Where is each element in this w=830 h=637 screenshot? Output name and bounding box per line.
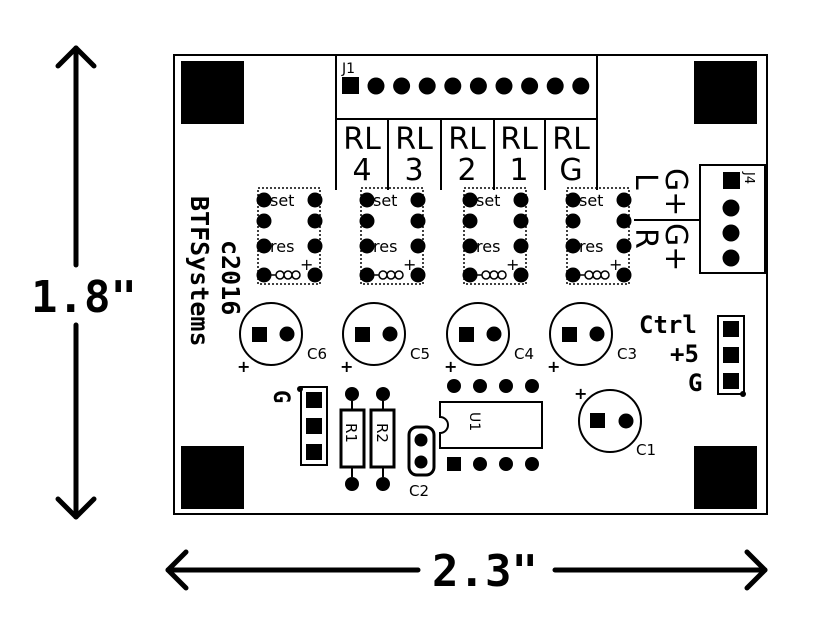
j1-pin-8	[521, 77, 539, 95]
resistors: R1 R2	[339, 387, 396, 491]
c2-label: C2	[409, 482, 429, 500]
j1-pin-10	[572, 77, 590, 95]
j4-pin-3	[722, 224, 740, 242]
mounting-pad-bottom-right	[694, 446, 757, 509]
j1-pin-2	[367, 77, 385, 95]
relay-plus-label: +	[506, 255, 519, 274]
j1-pin-9	[546, 77, 564, 95]
relay-plus-label: +	[609, 255, 622, 274]
relay-4: set res +	[256, 187, 323, 285]
control-header: Ctrl +5 G	[639, 311, 746, 397]
j1-pin-7	[495, 77, 513, 95]
j4-pin-2	[722, 199, 740, 217]
control-ground-label: G	[688, 369, 702, 397]
relay-plus-label: +	[403, 255, 416, 274]
mounting-pad-top-right	[694, 61, 757, 124]
copyright-text: c2016	[216, 240, 245, 315]
capacitor-polarity: +	[237, 357, 250, 376]
capacitor-polarity: +	[340, 357, 353, 376]
capacitor-label: C4	[514, 345, 534, 363]
j1-pin-1	[342, 77, 359, 94]
relay-set-label: set	[476, 191, 500, 210]
capacitor-label: C5	[410, 345, 430, 363]
relay-label-top: RL	[343, 122, 381, 157]
ground-pin-3	[306, 444, 322, 460]
relay-label-bottom: G	[559, 153, 582, 188]
control-plus5-label: +5	[670, 340, 699, 368]
height-label: 1.8"	[31, 272, 137, 323]
relay-reset-label: res	[270, 237, 294, 256]
c2-capacitor: C2	[407, 425, 436, 500]
relays: set res + set res + set res + set res +	[256, 187, 632, 285]
relay-label-top: RL	[500, 122, 538, 157]
width-dimension	[165, 549, 768, 591]
j1-pin-5	[444, 77, 462, 95]
capacitor-label: C6	[307, 345, 327, 363]
relay-plus-label: +	[300, 255, 313, 274]
j1-pin-4	[418, 77, 436, 95]
mounting-pads	[181, 61, 757, 509]
relay-label-bottom: 1	[509, 153, 528, 188]
j4-label: J4	[741, 171, 756, 184]
relay-3: set res +	[359, 187, 426, 285]
c1-label: C1	[636, 441, 656, 459]
u1-label: U1	[466, 412, 482, 431]
height-dimension	[55, 45, 97, 520]
j1-label: J1	[341, 61, 355, 77]
relay-reset-label: res	[579, 237, 603, 256]
j4-right-channel: R	[628, 228, 663, 249]
width-label: 2.3"	[432, 546, 538, 597]
capacitor-c4: + C4	[444, 302, 534, 376]
ground-header: G	[268, 386, 328, 466]
relay-2: set res +	[462, 187, 529, 285]
control-label: Ctrl	[639, 311, 697, 339]
u1-pin-1	[447, 457, 461, 471]
capacitor-polarity: +	[444, 357, 457, 376]
control-pin-1	[723, 321, 739, 337]
relay-reset-label: res	[476, 237, 500, 256]
j4-pin-4	[722, 249, 740, 267]
relay-label-bottom: 2	[457, 153, 476, 188]
capacitor-c5: + C5	[340, 302, 430, 376]
capacitor-label: C3	[617, 345, 637, 363]
r2-label: R2	[373, 423, 391, 443]
large-capacitors: + C6 + C5 + C4 + C3	[237, 302, 637, 376]
control-pin-2	[723, 347, 739, 363]
j4-connector: J4 L G+ R G+	[628, 164, 766, 274]
relay-reset-label: res	[373, 237, 397, 256]
ground-pin-2	[306, 418, 322, 434]
ground-header-label: G	[268, 390, 293, 403]
relay-label-top: RL	[552, 122, 590, 157]
control-pin-3	[723, 373, 739, 389]
relay-set-label: set	[373, 191, 397, 210]
c1-polarity: +	[574, 384, 587, 403]
relay-set-label: set	[270, 191, 294, 210]
j1-pin-6	[469, 77, 487, 95]
mounting-pad-top-left	[181, 61, 244, 124]
relay-1: set res +	[565, 187, 632, 285]
capacitor-polarity: +	[547, 357, 560, 376]
j1-pins	[367, 77, 590, 95]
relay-set-label: set	[579, 191, 603, 210]
j4-gplus-left: G+	[658, 168, 693, 216]
c1-capacitor: + C1	[574, 384, 656, 459]
relay-label-top: RL	[448, 122, 486, 157]
relay-label-bottom: 4	[352, 153, 371, 188]
j1-pin-3	[393, 77, 411, 95]
relay-label-top: RL	[395, 122, 433, 157]
relay-label-bottom: 3	[404, 153, 423, 188]
ground-pin-1	[306, 392, 322, 408]
mounting-pad-bottom-left	[181, 446, 244, 509]
j4-gplus-right: G+	[658, 223, 693, 271]
j4-pin-1	[723, 172, 740, 189]
u1-ic: U1	[439, 379, 543, 471]
r1-label: R1	[342, 423, 360, 443]
j4-left-channel: L	[628, 173, 663, 190]
capacitor-c3: + C3	[547, 302, 637, 376]
capacitor-c6: + C6	[237, 302, 327, 376]
company-text: BTFSystems	[185, 196, 214, 347]
